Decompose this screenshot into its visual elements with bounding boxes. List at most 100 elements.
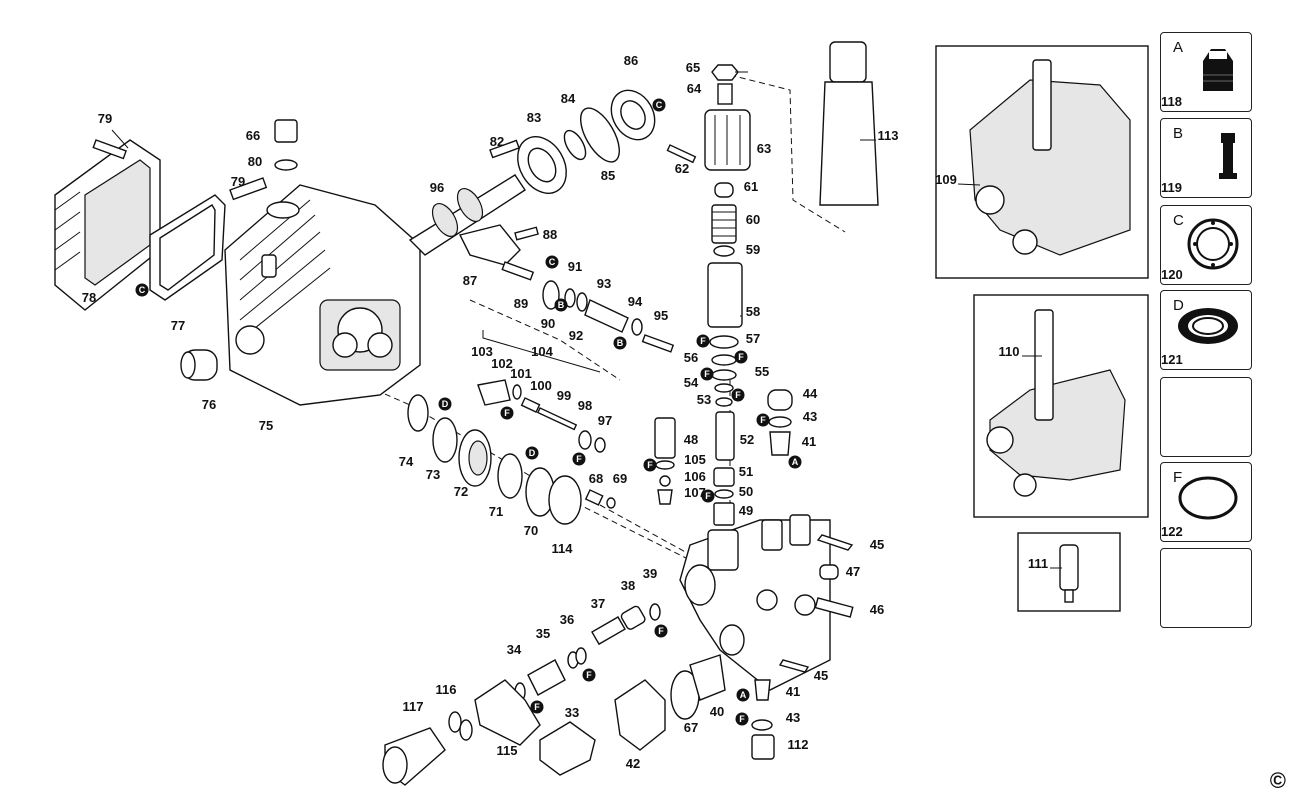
part-number-label: 75 xyxy=(259,418,273,433)
part-number-label: 80 xyxy=(248,154,262,169)
manifold-head xyxy=(679,514,831,691)
part-number-label: 37 xyxy=(591,596,605,611)
kit-badge-circle xyxy=(734,350,748,364)
part-number-label: 43 xyxy=(786,710,800,725)
part-number-label: 49 xyxy=(739,503,753,518)
part-number-label: 89 xyxy=(514,296,528,311)
kit-badge-circle xyxy=(525,446,539,460)
kit-badge-circle xyxy=(582,668,596,682)
kit-badge: F xyxy=(572,452,586,466)
part-number-label: 53 xyxy=(697,392,711,407)
part-number-label: 67 xyxy=(684,720,698,735)
part-number-label: 113 xyxy=(878,128,899,143)
kit-badge: F xyxy=(731,388,745,402)
part-number-label: 56 xyxy=(684,350,698,365)
kit-badge-circle xyxy=(736,688,750,702)
part-number-label: 95 xyxy=(654,308,668,323)
part-number-label: 50 xyxy=(739,484,753,499)
kit-badge: D xyxy=(525,446,539,460)
kit-badge: F xyxy=(700,367,714,381)
kit-badge: F xyxy=(530,700,544,714)
kit-badge-letter: F xyxy=(647,460,653,470)
part-number-label: 41 xyxy=(786,684,800,699)
part-number-label: 34 xyxy=(507,642,522,657)
part-number-label: 40 xyxy=(710,704,724,719)
part-number-label: 92 xyxy=(569,328,583,343)
kit-badge: F xyxy=(654,624,668,638)
part-number-label: 115 xyxy=(497,743,518,758)
kit-badge-letter: F xyxy=(704,369,710,379)
kit-legend-letter: D xyxy=(1173,297,1184,314)
part-number-label: 96 xyxy=(430,180,444,195)
unloader-spring xyxy=(711,204,737,244)
bolt-icon xyxy=(1213,129,1243,189)
part-number-label: 60 xyxy=(746,212,760,227)
kit-badge: C xyxy=(652,98,666,112)
kit-badge: B xyxy=(613,336,627,350)
kit-badge-letter: D xyxy=(529,448,536,458)
pump-housing xyxy=(224,184,421,406)
kit-badge-letter: F xyxy=(700,336,706,346)
kit-badge: F xyxy=(735,712,749,726)
part-number-label: 84 xyxy=(561,91,576,106)
unloader-body xyxy=(707,262,743,328)
part-number-label: 105 xyxy=(684,452,706,467)
kit-badge: F xyxy=(643,458,657,472)
kit-badge: F xyxy=(582,668,596,682)
kit-badge: C xyxy=(135,283,149,297)
kit-badge-letter: F xyxy=(586,670,592,680)
part-number-label: 44 xyxy=(803,386,818,401)
kit-legend-number: 120 xyxy=(1161,267,1183,282)
garden-hose-adapter xyxy=(539,721,596,776)
connecting-rod xyxy=(458,224,521,266)
kit-badge: A xyxy=(788,455,802,469)
kit-badge-letter: F xyxy=(658,626,664,636)
part-number-label: 112 xyxy=(788,737,809,752)
part-number-label: 63 xyxy=(757,141,771,156)
part-number-label: 33 xyxy=(565,705,579,720)
unloader-piston xyxy=(715,411,735,461)
part-number-label: 45 xyxy=(870,537,884,552)
kit-legend-letter: F xyxy=(1173,469,1183,486)
part-number-label: 73 xyxy=(426,467,440,482)
part-number-label: 57 xyxy=(746,331,760,346)
copyright-mark: © xyxy=(1269,768,1286,793)
kit-badge-circle xyxy=(696,334,710,348)
kit-badge-letter: F xyxy=(504,408,510,418)
part-number-label: 90 xyxy=(541,316,555,331)
kit-legend-number: 119 xyxy=(1161,180,1182,195)
kit-legend-number: 118 xyxy=(1161,94,1182,109)
part-number-label: 61 xyxy=(744,179,758,194)
part-number-label: 98 xyxy=(578,398,592,413)
kit-badge-circle xyxy=(652,98,666,112)
kit-badge-circle xyxy=(756,413,770,427)
kit-badge: A xyxy=(736,688,750,702)
kit-badge-letter: C xyxy=(656,100,663,110)
part-number-label: 51 xyxy=(739,464,753,479)
kit-badge-letter: B xyxy=(617,338,624,348)
part-number-label: 85 xyxy=(601,168,615,183)
part-number-label: 109 xyxy=(935,172,957,187)
kit-badge-circle xyxy=(701,489,715,503)
kit-badge: F xyxy=(701,489,715,503)
part-number-label: 74 xyxy=(399,454,414,469)
part-number-labels: 7966807978777675968283848586888791899092… xyxy=(82,53,1048,771)
packing-seal xyxy=(432,417,458,463)
part-number-label: 101 xyxy=(510,366,532,381)
kit-badge: F xyxy=(734,350,748,364)
part-number-label: 35 xyxy=(536,626,550,641)
kit-badge-circle xyxy=(700,367,714,381)
part-number-label: 110 xyxy=(999,344,1020,359)
part-number-label: 69 xyxy=(613,471,627,486)
kit-badge-circle xyxy=(545,255,559,269)
part-number-label: 107 xyxy=(684,485,706,500)
part-number-label: 64 xyxy=(687,81,702,96)
kit-badge: F xyxy=(696,334,710,348)
part-number-label: 99 xyxy=(557,388,571,403)
